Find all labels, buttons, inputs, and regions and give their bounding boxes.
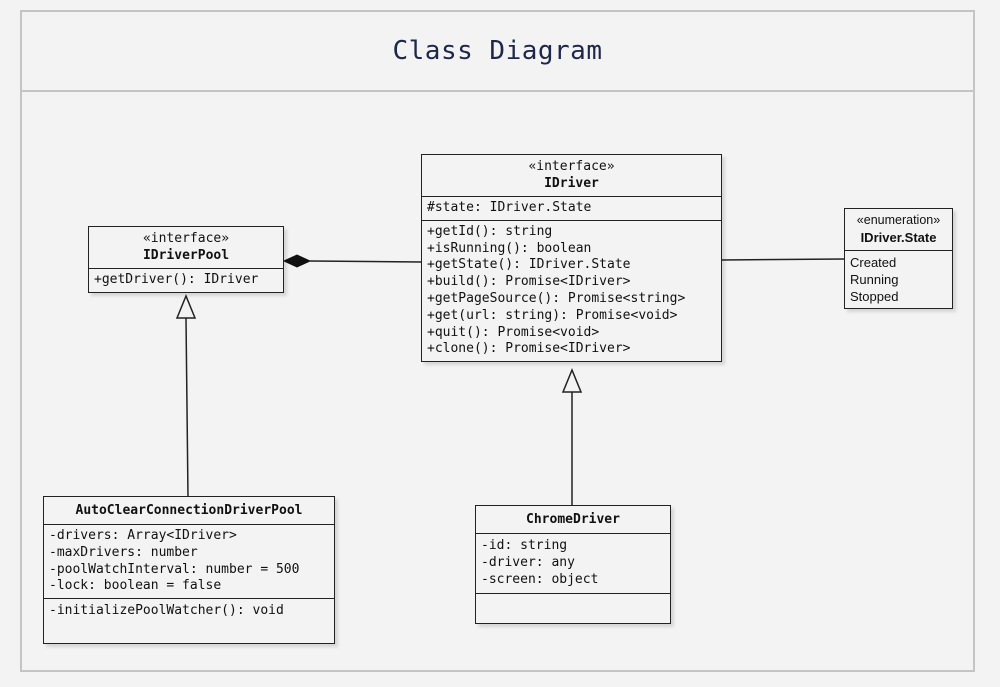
composition-diamond	[282, 254, 312, 268]
class-name: ChromeDriver	[526, 512, 620, 527]
class-name: AutoClearConnectionDriverPool	[75, 503, 303, 518]
attributes-section: #state: IDriver.State	[422, 197, 721, 221]
enum-literal: Created	[850, 255, 897, 270]
class-idriverpool[interactable]: «interface» IDriverPool +getDriver(): ID…	[88, 226, 284, 293]
diagram-frame: Class Diagram	[20, 10, 975, 672]
attribute: -lock: boolean = false	[49, 578, 222, 594]
class-autoclearconnectiondriverpool[interactable]: AutoClearConnectionDriverPool -drivers: …	[43, 496, 335, 644]
enum-literal: Stopped	[850, 289, 899, 304]
composition-line	[309, 260, 423, 263]
class-header: «enumeration» IDriver.State	[845, 209, 952, 251]
enum-literal: Running	[850, 272, 899, 287]
method: +getPageSource(): Promise<string>	[427, 290, 686, 306]
class-header: «interface» IDriver	[422, 155, 721, 197]
title-bar: Class Diagram	[22, 12, 973, 92]
methods-section: -initializePoolWatcher(): void	[44, 599, 334, 623]
method: +get(url: string): Promise<void>	[427, 307, 678, 323]
attribute: -screen: object	[481, 571, 599, 587]
stereotype: «interface»	[528, 159, 615, 174]
methods-section: +getId(): string+isRunning(): boolean+ge…	[422, 221, 721, 361]
attribute: #state: IDriver.State	[427, 200, 592, 215]
realization-arrowhead-driver	[561, 368, 583, 393]
method: +isRunning(): boolean	[427, 240, 592, 256]
stereotype: «enumeration»	[856, 213, 941, 227]
association-line	[720, 258, 846, 261]
class-name: IDriver.State	[860, 230, 937, 245]
attribute: -drivers: Array<IDriver>	[49, 528, 237, 543]
attributes-section: -drivers: Array<IDriver>-maxDrivers: num…	[44, 525, 334, 600]
class-chromedriver[interactable]: ChromeDriver -id: string-driver: any-scr…	[475, 505, 671, 624]
class-name: IDriverPool	[142, 248, 230, 263]
class-header: AutoClearConnectionDriverPool	[44, 497, 334, 525]
class-idriver[interactable]: «interface» IDriver #state: IDriver.Stat…	[421, 154, 722, 363]
class-name: IDriver	[544, 176, 599, 191]
attribute: -id: string	[481, 538, 568, 553]
method: +quit(): Promise<void>	[427, 324, 600, 340]
method: +build(): Promise<IDriver>	[427, 274, 631, 290]
diagram-title: Class Diagram	[392, 36, 603, 66]
attributes-section: -id: string-driver: any-screen: object	[476, 534, 670, 595]
method: +getDriver(): IDriver	[94, 272, 259, 287]
methods-section	[476, 594, 670, 620]
methods-section: +getDriver(): IDriver	[89, 269, 283, 292]
method: +clone(): Promise<IDriver>	[427, 341, 631, 357]
class-header: ChromeDriver	[476, 506, 670, 534]
method: -initializePoolWatcher(): void	[49, 603, 284, 619]
stereotype: «interface»	[142, 231, 230, 246]
attribute: -maxDrivers: number	[49, 544, 198, 560]
method: +getId(): string	[427, 223, 553, 239]
method: +getState(): IDriver.State	[427, 257, 631, 273]
attribute: -driver: any	[481, 554, 575, 570]
attribute: -poolWatchInterval: number = 500	[49, 561, 300, 577]
realization-line-pool	[185, 317, 189, 498]
realization-arrowhead-pool	[175, 294, 197, 319]
class-header: «interface» IDriverPool	[89, 227, 283, 269]
